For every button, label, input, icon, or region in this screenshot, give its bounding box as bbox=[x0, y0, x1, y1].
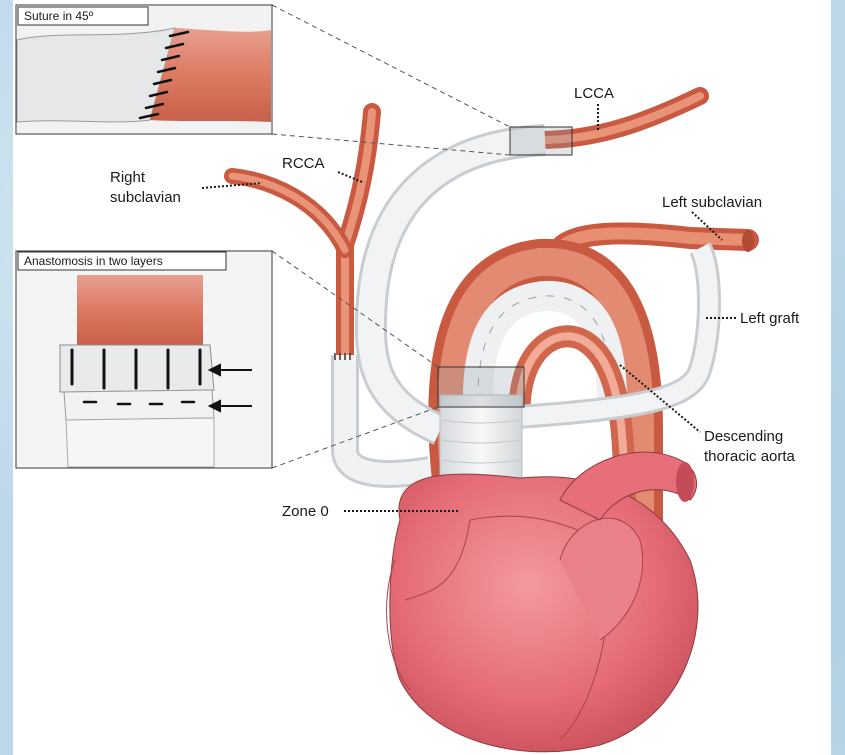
label-zone0: Zone 0 bbox=[282, 503, 329, 520]
inset-suture-title: Suture in 45º bbox=[24, 9, 94, 23]
heart bbox=[390, 474, 698, 752]
label-descending-2: thoracic aorta bbox=[704, 448, 796, 465]
label-left-subclavian: Left subclavian bbox=[662, 194, 762, 211]
inset-anastomosis-title: Anastomosis in two layers bbox=[24, 254, 163, 268]
label-rcca: RCCA bbox=[282, 155, 325, 172]
label-lcca: LCCA bbox=[574, 85, 614, 102]
label-right-subclavian-2: subclavian bbox=[110, 189, 181, 206]
zone0-anastomosis-box bbox=[438, 367, 524, 407]
left-subclavian-end bbox=[742, 230, 754, 252]
lcca-anastomosis-box bbox=[510, 127, 572, 155]
right-subclavian-artery bbox=[232, 176, 345, 250]
label-right-subclavian-1: Right bbox=[110, 169, 146, 186]
inset-anastomosis: Anastomosis in two layers bbox=[16, 251, 272, 468]
inset-suture: Suture in 45º bbox=[16, 5, 272, 134]
label-descending-1: Descending bbox=[704, 428, 783, 445]
label-left-graft: Left graft bbox=[740, 310, 800, 327]
